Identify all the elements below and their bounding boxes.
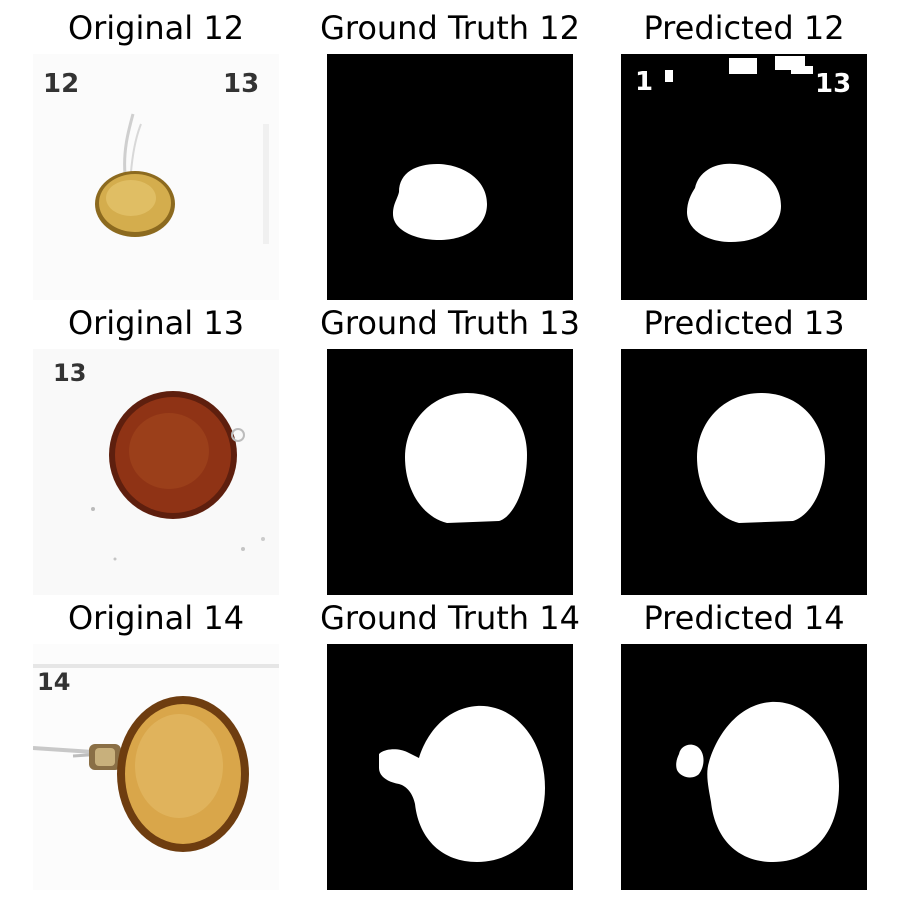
original-14-photo: 14 — [33, 644, 279, 890]
ground-truth-13-mask — [327, 349, 573, 595]
original-13-title: Original 13 — [67, 304, 245, 342]
photo-label-13-b: 13 — [53, 359, 86, 387]
ground-truth-14-mask — [327, 644, 573, 890]
ground-truth-13-svg — [327, 349, 573, 595]
original-14-title: Original 14 — [67, 599, 245, 637]
predicted-14-title: Predicted 14 — [643, 599, 845, 637]
predicted-12-mask: 1 13 — [621, 54, 867, 300]
photo-label-13: 13 — [223, 69, 259, 99]
ground-truth-12-svg — [327, 54, 573, 300]
original-12-image: 12 13 — [33, 54, 279, 300]
predicted-13-svg — [621, 349, 867, 595]
predicted-13-mask — [621, 349, 867, 595]
original-12-title: Original 12 — [67, 9, 245, 47]
predicted-12-svg: 1 13 — [621, 54, 867, 300]
original-13-image: 13 — [33, 349, 279, 595]
ground-truth-12-mask — [327, 54, 573, 300]
ground-truth-12-title: Ground Truth 12 — [320, 9, 580, 47]
ground-truth-14-svg — [327, 644, 573, 890]
ground-truth-14-title: Ground Truth 14 — [320, 599, 580, 637]
predicted-14-mask — [621, 644, 867, 890]
ground-truth-13-title: Ground Truth 13 — [320, 304, 580, 342]
predicted-14-svg — [621, 644, 867, 890]
predicted-artifact-1: 1 — [635, 67, 653, 97]
predicted-artifact-13: 13 — [815, 69, 851, 99]
original-13-photo: 13 — [33, 349, 279, 595]
photo-label-14: 14 — [37, 668, 70, 696]
original-12-photo: 12 13 — [33, 54, 279, 300]
original-14-image: 14 — [33, 644, 279, 890]
photo-label-12: 12 — [43, 69, 79, 99]
predicted-13-title: Predicted 13 — [643, 304, 845, 342]
predicted-12-title: Predicted 12 — [643, 9, 845, 47]
